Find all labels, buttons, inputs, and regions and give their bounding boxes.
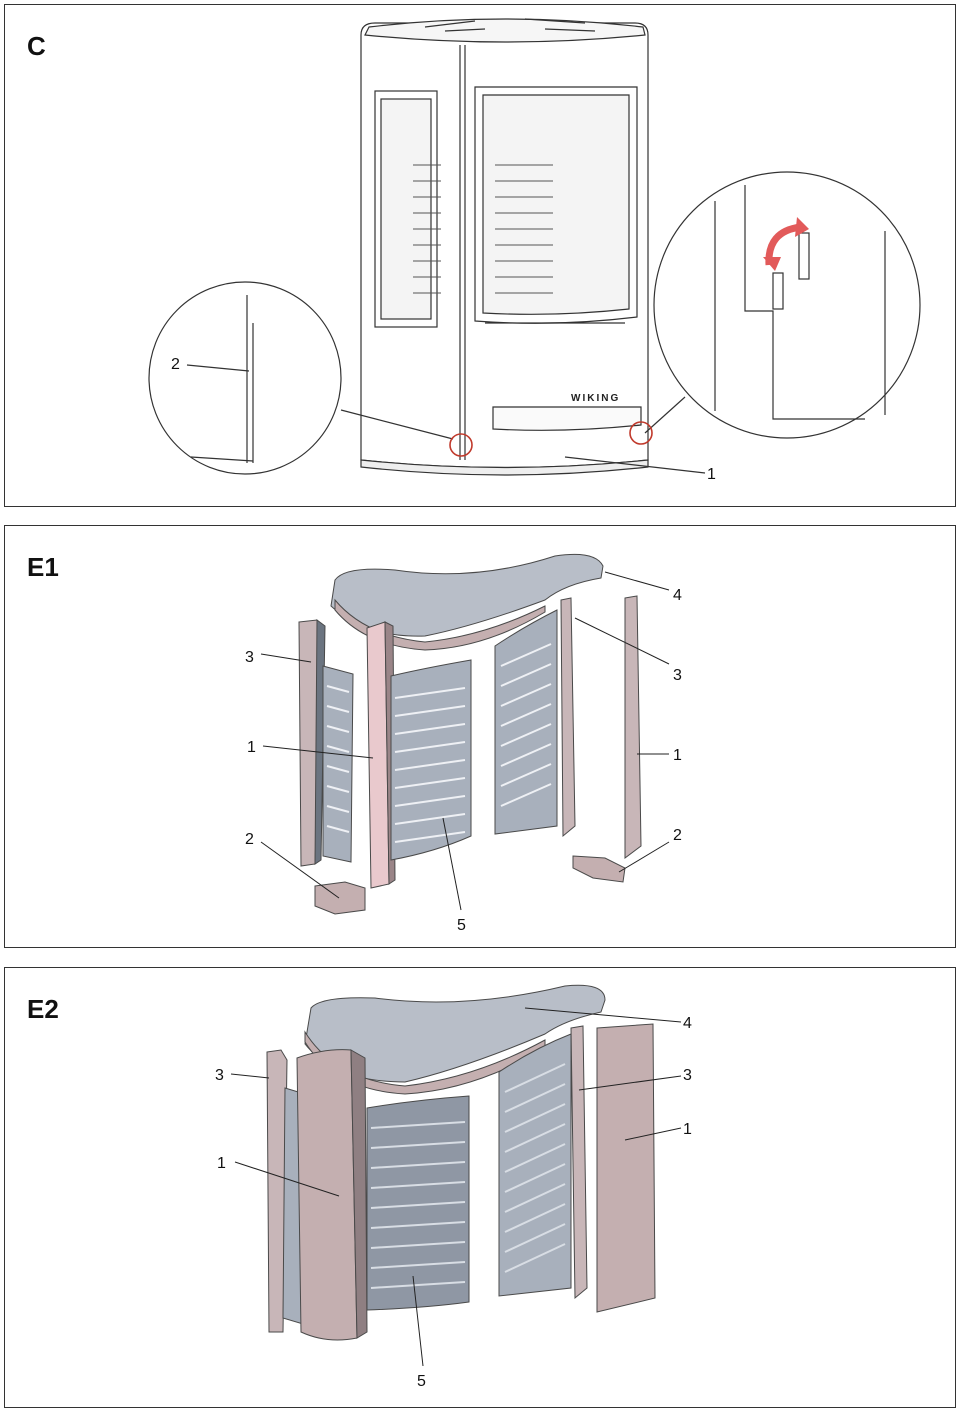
exploded-view-e2: 4 3 3 1 1 5 [215, 984, 692, 1390]
right-foot-2 [572, 855, 626, 883]
highlight-circle-left [449, 433, 473, 457]
callout-e1-3-left: 3 [245, 649, 254, 666]
callout-e1-1-left: 1 [247, 739, 256, 756]
callout-c-2: 2 [171, 356, 180, 373]
callout-c-1: 1 [707, 466, 716, 483]
panel-e1: E1 [4, 525, 956, 948]
callout-e2-3-right: 3 [683, 1067, 692, 1084]
callout-e2-5: 5 [417, 1373, 426, 1390]
callout-e1-4: 4 [673, 587, 682, 604]
callout-e2-1-left: 1 [217, 1155, 226, 1172]
highlight-circle-right [629, 421, 653, 445]
panel-c: C [4, 4, 956, 507]
callout-e1-2-left: 2 [245, 831, 254, 848]
panel-title-e1: E1 [27, 552, 59, 582]
stove-assembly-drawing: WIKING 2 1 [148, 18, 921, 483]
right-panel-1 [624, 595, 642, 859]
panel-e2: E2 [4, 967, 956, 1408]
brand-logo: WIKING [571, 393, 620, 404]
callout-e1-5: 5 [457, 917, 466, 934]
detail-magnifier-right [653, 171, 921, 439]
callout-e2-4: 4 [683, 1015, 692, 1032]
callout-e1-3-right: 3 [673, 667, 682, 684]
left-panel-1 [296, 1049, 358, 1341]
callout-e2-3-left: 3 [215, 1067, 224, 1084]
left-foot-2 [314, 881, 366, 915]
back-panel-5 [366, 1095, 470, 1311]
exploded-view-e1: 4 3 3 1 1 2 2 5 [245, 553, 682, 934]
right-panel-1 [596, 1023, 656, 1313]
right-strip-3 [570, 1025, 588, 1300]
top-plate [304, 984, 606, 1083]
top-plate [330, 553, 604, 637]
right-strip-3 [560, 597, 576, 838]
callout-e2-1-right: 1 [683, 1121, 692, 1138]
panel-title-e2: E2 [27, 994, 59, 1024]
callout-e1-2-right: 2 [673, 827, 682, 844]
back-panel-5 [390, 659, 472, 861]
callout-e1-1-right: 1 [673, 747, 682, 764]
panel-title-c: C [27, 31, 46, 61]
detail-magnifier-left [148, 281, 342, 475]
